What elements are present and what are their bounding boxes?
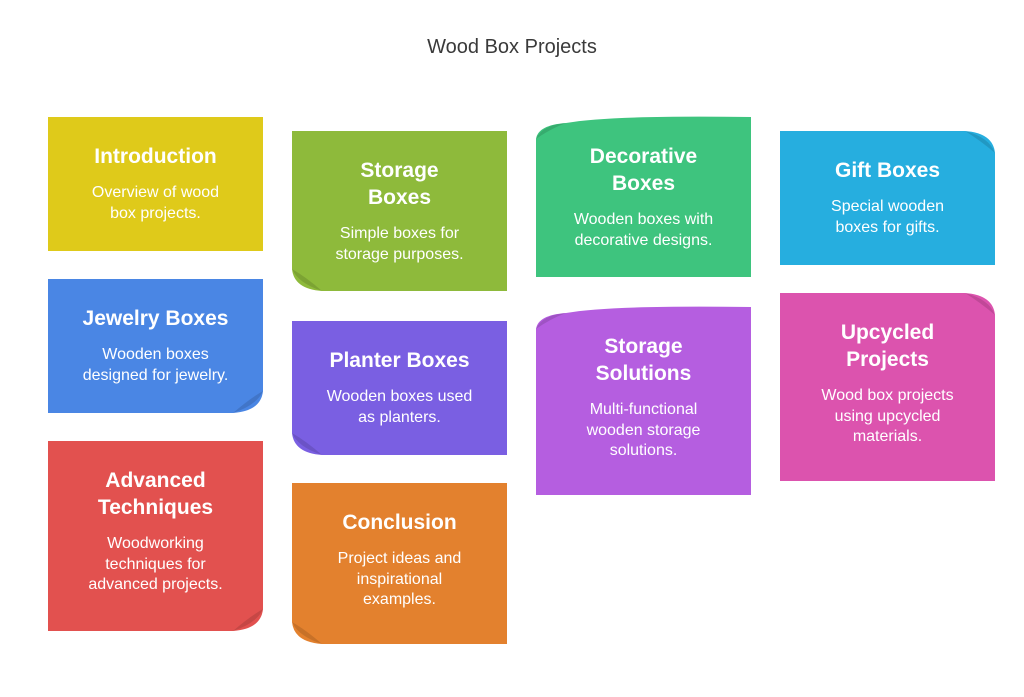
- note-paper-fill: [536, 306, 751, 495]
- note-title: Conclusion: [342, 509, 456, 536]
- note-paper-shape: [48, 117, 263, 251]
- note-title: Jewelry Boxes: [83, 305, 229, 332]
- note-description-line: designed for jewelry.: [82, 366, 229, 384]
- note-paper-fill: [292, 321, 507, 455]
- note-description: Overview of wood box projects.: [92, 183, 219, 224]
- note-title-line: Techniques: [97, 496, 214, 519]
- note-paper-shape: [292, 321, 507, 455]
- note-title-line: Boxes: [611, 172, 675, 195]
- note-description-line: wooden storage: [586, 421, 701, 439]
- note-description-line: Simple boxes for: [339, 225, 460, 242]
- note-description-line: box projects.: [110, 204, 201, 222]
- note-description-line: advanced projects.: [88, 576, 223, 593]
- note-description: Woodworking techniques for advanced projec…: [88, 534, 222, 596]
- note-paper-shape: [780, 293, 995, 481]
- note-description-line: using upcycled: [834, 407, 941, 425]
- note-curl-shadow: [233, 609, 263, 631]
- note-curl-shadow: [292, 433, 322, 455]
- note-paper-fill: [292, 483, 507, 644]
- note-paper-shape: [48, 441, 263, 631]
- note-description-line: Multi-functional: [589, 401, 698, 418]
- note-description-line: examples.: [363, 591, 436, 608]
- note-description-line: Special wooden: [831, 198, 944, 215]
- note-curl-shadow: [233, 391, 263, 413]
- note-title-line: Upcycled: [840, 321, 935, 344]
- note-description-line: materials.: [852, 428, 923, 445]
- note-description-line: techniques for: [105, 555, 206, 573]
- note-paper-shape: [292, 131, 507, 291]
- note-title: Introduction: [94, 143, 216, 170]
- note-title-line: Solutions: [595, 362, 692, 385]
- note-paper-fill: [780, 131, 995, 265]
- note-paper-shape: [48, 279, 263, 413]
- note-paper-shape: [536, 116, 751, 277]
- note-title-line: Gift Boxes: [834, 159, 941, 182]
- note-description-line: storage purposes.: [335, 245, 464, 263]
- note-description: Multi-functional wooden storage solutions.: [587, 400, 701, 462]
- note-paper-fill: [292, 131, 507, 291]
- note-curl-shadow: [292, 269, 322, 291]
- note-description-line: Wood box projects: [821, 387, 954, 404]
- note-title-line: Planter Boxes: [329, 349, 470, 372]
- note-title-line: Advanced: [105, 469, 206, 492]
- page-title: Wood Box Projects: [427, 36, 597, 58]
- note-description: Project ideas and inspirational examples.: [338, 549, 462, 611]
- note-title-line: Introduction: [94, 145, 217, 168]
- note-paper-shape: [292, 483, 507, 644]
- note-description-line: Woodworking: [107, 535, 204, 552]
- note-description: Special wooden boxes for gifts.: [831, 197, 944, 238]
- note-description-line: solutions.: [609, 442, 678, 459]
- note-description-line: Overview of wood: [91, 184, 220, 201]
- note-paper-fill: [48, 279, 263, 413]
- note-title-line: Conclusion: [342, 511, 457, 534]
- note-description-line: decorative designs.: [574, 231, 713, 249]
- note-description-line: Wooden boxes: [102, 346, 209, 363]
- note-description-line: boxes for gifts.: [835, 218, 940, 236]
- note-description: Wooden boxes with decorative designs.: [574, 210, 713, 251]
- note-description-line: Wooden boxes used: [326, 388, 473, 405]
- note-description-line: Project ideas and: [337, 550, 462, 567]
- note-paper-shape: [536, 306, 751, 495]
- note-paper-fill: [48, 117, 263, 251]
- note-curl-shadow: [536, 123, 566, 139]
- note-paper-fill: [536, 116, 751, 277]
- note-curl-shadow: [292, 622, 322, 644]
- note-curl-shadow: [536, 313, 566, 329]
- note-paper-fill: [780, 293, 995, 481]
- note-title-line: Boxes: [367, 186, 432, 209]
- note-description: Wooden boxes used as planters.: [327, 387, 473, 428]
- note-description: Wood box projects using upcycled materials…: [821, 386, 953, 448]
- note-description-line: inspirational: [356, 570, 443, 588]
- note-title: Planter Boxes: [329, 347, 469, 374]
- note-paper-shape: [780, 131, 995, 265]
- note-title-line: Projects: [846, 348, 929, 371]
- note-title-line: Jewelry Boxes: [82, 307, 229, 330]
- note-title-line: Decorative: [589, 145, 698, 168]
- note-title-line: Storage: [604, 335, 683, 358]
- note-paper-fill: [48, 441, 263, 631]
- note-title-line: Storage: [360, 159, 439, 182]
- note-description: Simple boxes for storage purposes.: [335, 224, 463, 265]
- note-description: Wooden boxes designed for jewelry.: [83, 345, 229, 386]
- note-title: Gift Boxes: [835, 157, 940, 184]
- note-description-line: as planters.: [358, 408, 441, 426]
- note-description-line: Wooden boxes with: [573, 211, 714, 228]
